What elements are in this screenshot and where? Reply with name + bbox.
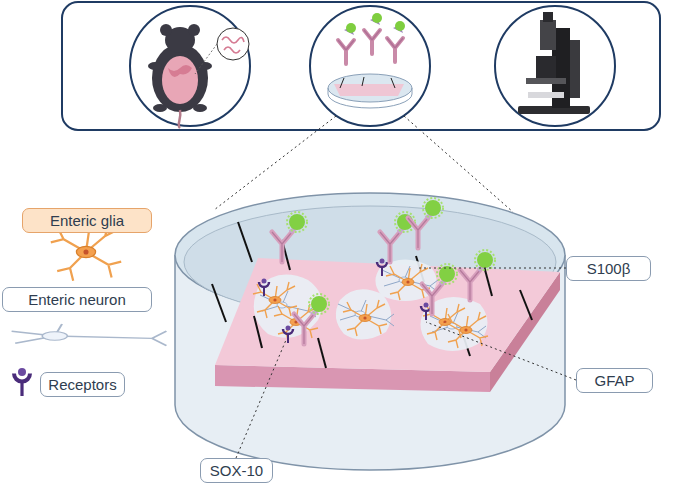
label-text: Enteric glia xyxy=(50,212,124,229)
label-text: SOX-10 xyxy=(210,462,263,479)
marker-label-box: S100β xyxy=(566,256,651,281)
neuron-label-box: Enteric neuron xyxy=(2,287,152,312)
label-text: Receptors xyxy=(48,376,116,393)
label-text: Enteric neuron xyxy=(28,291,126,308)
glia-label-box: Enteric glia xyxy=(22,208,152,233)
label-text: GFAP xyxy=(594,372,634,389)
receptor-label-box: Receptors xyxy=(40,372,125,397)
marker-label-box: SOX-10 xyxy=(200,458,273,483)
label-text: S100β xyxy=(587,260,631,277)
marker-label-box: GFAP xyxy=(576,368,653,393)
